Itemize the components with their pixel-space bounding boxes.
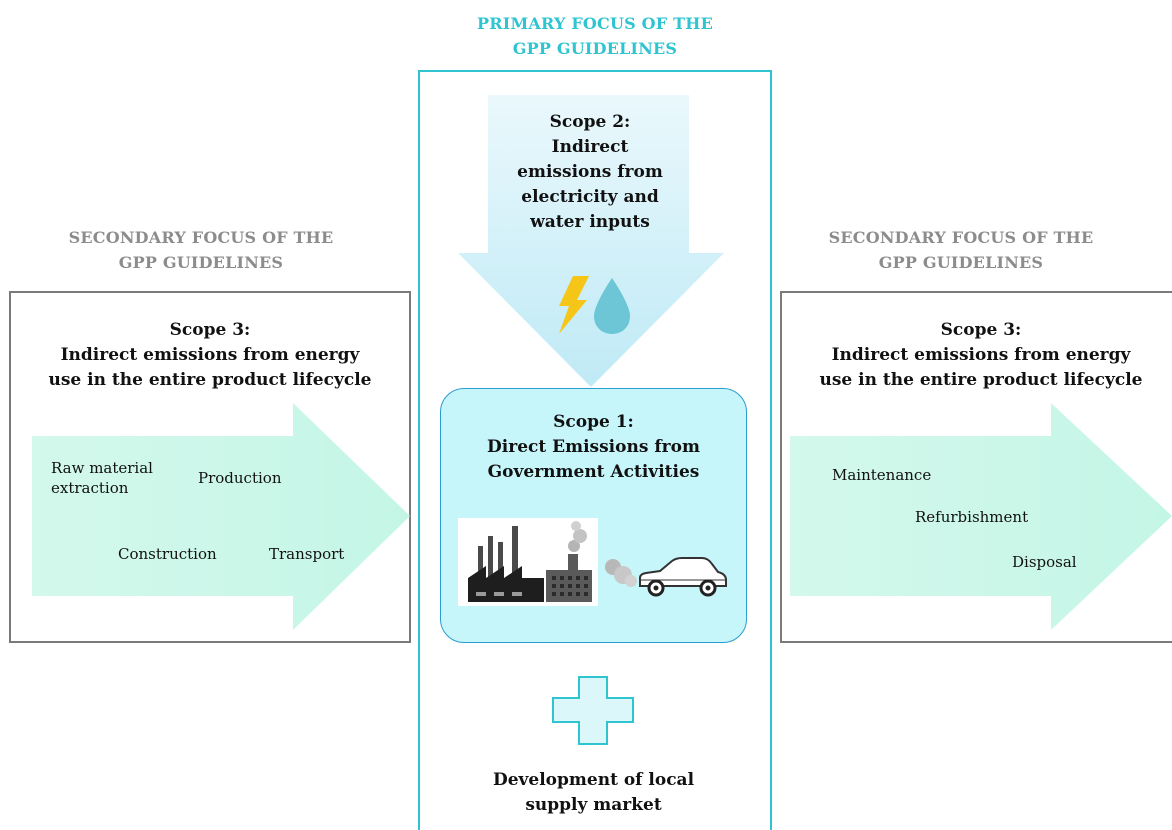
left-secondary-focus-label: SECONDARY FOCUS OF THE GPP GUIDELINES [68,228,334,272]
stage-raw-material-extraction: Raw material extraction [51,459,153,497]
right-secondary-focus-label: SECONDARY FOCUS OF THE GPP GUIDELINES [828,228,1094,272]
water-drop-icon [594,278,630,334]
stage-maintenance: Maintenance [832,466,932,484]
bottom-text: Development of local supply market [492,770,695,815]
factory-icon [458,518,598,606]
scope1-heading: Scope 1: Direct Emissions from Governmen… [487,412,700,482]
stage-construction: Construction [118,545,217,563]
plus-icon [552,676,634,745]
stage-transport: Transport [269,545,345,563]
left-lifecycle-arrow [32,403,410,630]
left-scope3-box [9,291,411,643]
stage-disposal: Disposal [1012,553,1077,571]
stage-refurbishment: Refurbishment [915,508,1029,526]
primary-focus-column [418,70,772,830]
left-scope3-heading: Scope 3: Indirect emissions from energy … [48,320,372,390]
stage-production: Production [198,469,282,487]
scope2-arrow [458,95,724,387]
lightning-icon [559,276,589,334]
right-scope3-box [780,291,1172,643]
car-icon [639,557,727,597]
right-lifecycle-arrow [790,403,1172,630]
primary-focus-label: PRIMARY FOCUS OF THE GPP GUIDELINES [477,14,713,58]
smoke-icon [605,559,637,587]
right-scope3-heading: Scope 3: Indirect emissions from energy … [819,320,1143,390]
scope2-heading: Scope 2: Indirect emissions from electri… [517,112,663,232]
